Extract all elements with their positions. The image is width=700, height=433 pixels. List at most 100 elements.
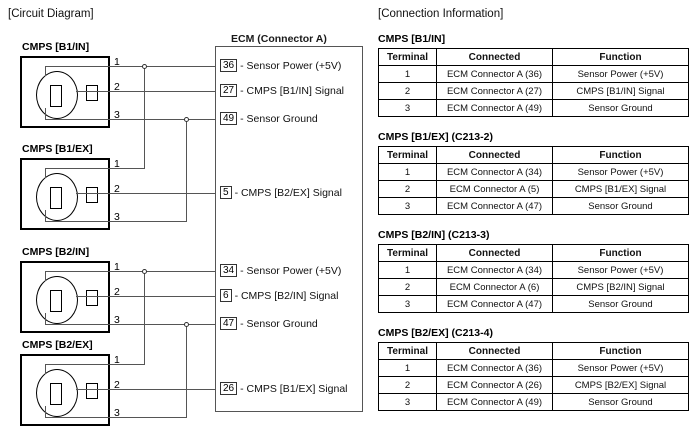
cell-terminal: 3 — [378, 393, 437, 411]
cell-connected: ECM Connector A (49) — [436, 99, 553, 117]
harness-branch-pin3-b1 — [186, 119, 187, 221]
sensor-core-icon — [50, 85, 62, 107]
sensor-core-icon — [50, 187, 62, 209]
ecm-pin-label: - CMPS [B1/IN] Signal — [240, 84, 344, 97]
column-header-function: Function — [552, 48, 689, 66]
ecm-pin-number: 27 — [220, 84, 238, 97]
harness-wire-pin1-b1in — [110, 66, 218, 67]
ecm-pin-row: 36 - Sensor Power (+5V) — [220, 59, 341, 72]
table-row: 3 ECM Connector A (47) Sensor Ground — [378, 197, 689, 215]
ecm-pin-label: - Sensor Power (+5V) — [240, 59, 342, 72]
sensor-core-icon — [50, 383, 62, 405]
ecm-pin-label: - Sensor Power (+5V) — [240, 264, 342, 277]
table-row: 3 ECM Connector A (47) Sensor Ground — [378, 295, 689, 313]
cell-function: Sensor Power (+5V) — [552, 261, 689, 279]
column-header-connected: Connected — [436, 146, 553, 164]
table-row: 3 ECM Connector A (49) Sensor Ground — [378, 393, 689, 411]
sensor-lead-3-riser — [45, 406, 46, 417]
harness-wire-pin2-b1in — [110, 91, 218, 92]
sensor-body-icon — [36, 276, 78, 324]
table-header-row: Terminal Connected Function — [378, 244, 689, 262]
column-header-connected: Connected — [436, 244, 553, 262]
sensor-connector-b2ex — [20, 354, 110, 426]
table-row: 2 ECM Connector A (6) CMPS [B2/IN] Signa… — [378, 278, 689, 296]
cell-terminal: 1 — [378, 261, 437, 279]
ecm-pin-row: 27 - CMPS [B1/IN] Signal — [220, 84, 344, 97]
sensor-connector-b1in — [20, 56, 110, 128]
table-header-row: Terminal Connected Function — [378, 146, 689, 164]
cell-function: Sensor Ground — [552, 197, 689, 215]
sensor-lead-3 — [45, 324, 110, 325]
sensor-terminal-pad-icon — [86, 290, 98, 306]
column-header-connected: Connected — [436, 342, 553, 360]
column-header-function: Function — [552, 146, 689, 164]
harness-wire-pin1-b2ex — [110, 364, 145, 365]
cell-function: Sensor Ground — [552, 393, 689, 411]
table-caption-b1ex: CMPS [B1/EX] (C213-2) — [378, 131, 493, 143]
harness-wire-pin3-b2in — [110, 324, 218, 325]
ecm-pin-number: 47 — [220, 317, 238, 330]
connection-information-panel: CMPS [B1/IN] Terminal Connected Function… — [378, 0, 693, 433]
ecm-pin-number: 34 — [220, 264, 238, 277]
sensor-connector-b2in — [20, 261, 110, 333]
sensor-body-icon — [36, 71, 78, 119]
sensor-lead-1-riser — [45, 66, 46, 76]
ecm-pin-row: 49 - Sensor Ground — [220, 112, 318, 125]
table-row: 2 ECM Connector A (26) CMPS [B2/EX] Sign… — [378, 376, 689, 394]
junction-dot — [184, 117, 189, 122]
cell-function: Sensor Power (+5V) — [552, 65, 689, 83]
ecm-pin-row: 5 - CMPS [B2/EX] Signal — [220, 186, 342, 199]
ecm-pin-row: 47 - Sensor Ground — [220, 317, 318, 330]
table-row: 1 ECM Connector A (36) Sensor Power (+5V… — [378, 65, 689, 83]
harness-wire-pin2-b2ex — [110, 389, 218, 390]
junction-dot — [142, 269, 147, 274]
circuit-diagram-panel: CMPS [B1/IN] 1 2 3 CMPS [B1/EX] 1 2 3 CM… — [20, 33, 363, 426]
ecm-pin-label: - CMPS [B2/IN] Signal — [234, 289, 339, 302]
table-caption-b1in: CMPS [B1/IN] — [378, 33, 446, 45]
terminal-number: 1 — [114, 261, 120, 273]
cell-function: Sensor Ground — [552, 295, 689, 313]
harness-wire-pin3-b2ex — [110, 417, 187, 418]
table-row: 2 ECM Connector A (5) CMPS [B1/EX] Signa… — [378, 180, 689, 198]
ecm-pin-row: 6 - CMPS [B2/IN] Signal — [220, 289, 338, 302]
harness-wire-pin1-b1ex — [110, 168, 145, 169]
cell-terminal: 1 — [378, 65, 437, 83]
table-row: 1 ECM Connector A (34) Sensor Power (+5V… — [378, 163, 689, 181]
sensor-lead-2 — [76, 389, 110, 390]
connection-table-b2in: Terminal Connected Function 1 ECM Connec… — [378, 244, 689, 313]
terminal-number: 3 — [114, 407, 120, 419]
cell-function: Sensor Ground — [552, 99, 689, 117]
harness-wire-pin1-b2in — [110, 271, 218, 272]
sensor-lead-3-riser — [45, 108, 46, 119]
harness-branch-pin3-b2 — [186, 324, 187, 417]
sensor-terminal-pad-icon — [86, 85, 98, 101]
table-row: 1 ECM Connector A (34) Sensor Power (+5V… — [378, 261, 689, 279]
sensor-lead-3 — [45, 417, 110, 418]
ecm-pin-number: 6 — [220, 289, 232, 302]
sensor-lead-2 — [76, 296, 110, 297]
harness-branch-pin1-b1 — [144, 66, 145, 168]
connection-information-heading: [Connection Information] — [378, 8, 504, 20]
sensor-label-b1in: CMPS [B1/IN] — [22, 41, 90, 53]
sensor-body-icon — [36, 369, 78, 417]
column-header-function: Function — [552, 342, 689, 360]
table-row: 2 ECM Connector A (27) CMPS [B1/IN] Sign… — [378, 82, 689, 100]
terminal-number: 3 — [114, 211, 120, 223]
cell-connected: ECM Connector A (27) — [436, 82, 553, 100]
connection-table-b2ex: Terminal Connected Function 1 ECM Connec… — [378, 342, 689, 411]
harness-wire-pin3-b1ex — [110, 221, 187, 222]
cell-terminal: 2 — [378, 180, 437, 198]
cell-function: CMPS [B2/EX] Signal — [552, 376, 689, 394]
ecm-pin-label: - CMPS [B2/EX] Signal — [234, 186, 342, 199]
column-header-terminal: Terminal — [378, 146, 437, 164]
cell-connected: ECM Connector A (36) — [436, 359, 553, 377]
sensor-terminal-pad-icon — [86, 383, 98, 399]
cell-connected: ECM Connector A (47) — [436, 295, 553, 313]
terminal-number: 3 — [114, 109, 120, 121]
cell-function: CMPS [B1/IN] Signal — [552, 82, 689, 100]
column-header-terminal: Terminal — [378, 342, 437, 360]
terminal-number: 1 — [114, 158, 120, 170]
cell-terminal: 3 — [378, 197, 437, 215]
table-row: 1 ECM Connector A (36) Sensor Power (+5V… — [378, 359, 689, 377]
sensor-lead-3 — [45, 119, 110, 120]
